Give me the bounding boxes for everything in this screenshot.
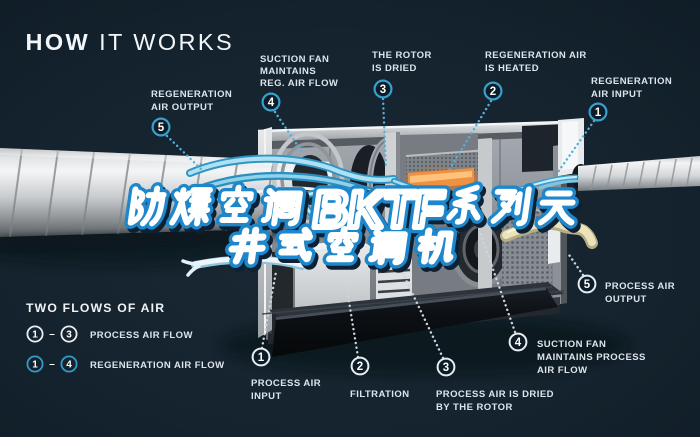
svg-text:PROCESS AIR: PROCESS AIR	[605, 281, 675, 292]
svg-text:AIR FLOW: AIR FLOW	[537, 365, 588, 376]
svg-text:INPUT: INPUT	[251, 391, 282, 402]
svg-text:4: 4	[66, 360, 72, 371]
svg-text:3: 3	[380, 84, 386, 96]
svg-text:1: 1	[32, 330, 38, 341]
svg-text:4: 4	[515, 337, 522, 349]
svg-text:1: 1	[32, 360, 38, 371]
svg-text:FILTRATION: FILTRATION	[350, 389, 410, 400]
svg-text:IS HEATED: IS HEATED	[485, 63, 539, 74]
svg-text:2: 2	[490, 86, 496, 98]
svg-text:4: 4	[268, 97, 275, 109]
svg-text:3: 3	[443, 362, 449, 374]
svg-text:IS DRIED: IS DRIED	[372, 63, 417, 74]
svg-text:MAINTAINS: MAINTAINS	[260, 66, 316, 77]
svg-text:TWO FLOWS OF AIR: TWO FLOWS OF AIR	[26, 301, 165, 315]
svg-text:HOW IT WORKS: HOW IT WORKS	[26, 29, 235, 55]
svg-text:5: 5	[584, 279, 591, 291]
svg-text:PROCESS AIR: PROCESS AIR	[251, 378, 321, 389]
svg-text:–: –	[49, 329, 55, 340]
svg-text:REGENERATION AIR FLOW: REGENERATION AIR FLOW	[90, 360, 225, 371]
svg-text:BY THE ROTOR: BY THE ROTOR	[436, 402, 513, 413]
svg-text:OUTPUT: OUTPUT	[605, 294, 647, 305]
svg-text:5: 5	[158, 122, 165, 134]
svg-text:REG. AIR FLOW: REG. AIR FLOW	[260, 78, 338, 89]
svg-text:THE ROTOR: THE ROTOR	[372, 50, 432, 61]
svg-text:1: 1	[258, 352, 265, 364]
svg-text:REGENERATION: REGENERATION	[151, 89, 232, 100]
svg-text:REGENERATION: REGENERATION	[591, 76, 672, 87]
svg-text:SUCTION FAN: SUCTION FAN	[260, 54, 329, 65]
svg-text:–: –	[49, 359, 55, 370]
svg-text:SUCTION FAN: SUCTION FAN	[537, 339, 606, 350]
svg-text:AIR INPUT: AIR INPUT	[591, 89, 643, 100]
svg-text:REGENERATION AIR: REGENERATION AIR	[485, 50, 587, 61]
svg-text:PROCESS AIR FLOW: PROCESS AIR FLOW	[90, 330, 193, 341]
svg-text:AIR OUTPUT: AIR OUTPUT	[151, 102, 214, 113]
svg-text:2: 2	[357, 361, 363, 373]
svg-text:PROCESS AIR IS DRIED: PROCESS AIR IS DRIED	[436, 389, 554, 400]
svg-text:MAINTAINS PROCESS: MAINTAINS PROCESS	[537, 352, 646, 363]
svg-text:1: 1	[595, 107, 602, 119]
svg-text:3: 3	[66, 330, 72, 341]
